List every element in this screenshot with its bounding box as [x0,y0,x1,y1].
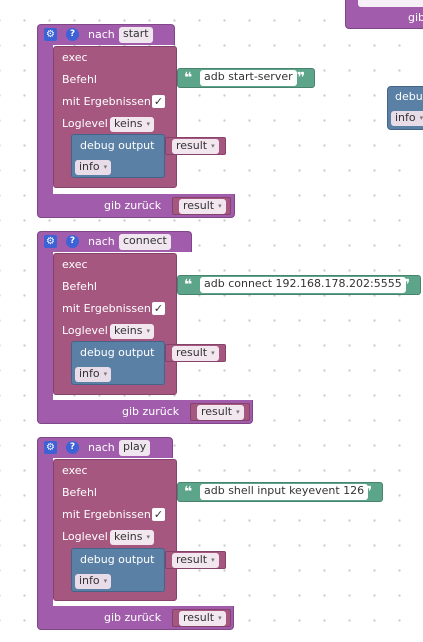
command-string-block[interactable]: ❝ adb start-server ❞ [177,68,315,88]
mit-ergebnissen-checkbox[interactable]: ✓ [152,302,165,315]
help-icon[interactable]: ? [66,28,79,41]
return-variable-dropdown[interactable]: result▾ [179,199,226,214]
help-icon[interactable]: ? [66,441,79,454]
debug-level-dropdown[interactable]: info▾ [75,160,112,175]
nach-label: nach [88,28,115,41]
loglevel-dropdown[interactable]: keins▾ [110,324,155,339]
partial-function-block-top[interactable]: gib [345,0,423,29]
open-quote-icon: ❝ [184,484,193,500]
loglevel-label: Loglevel [62,324,108,337]
function-body [37,457,53,607]
function-header[interactable]: ⚙ ? nach connect [37,231,192,252]
command-string-block[interactable]: ❝ adb shell input keyevent 126 ❞ [177,482,383,502]
debug-variable-dropdown[interactable]: result▾ [172,139,219,154]
function-name-field[interactable]: connect [119,234,171,250]
mit-ergebnissen-checkbox[interactable]: ✓ [152,95,165,108]
function-name-field[interactable]: start [119,27,153,43]
nach-label: nach [88,235,115,248]
exec-label: exec [62,51,88,64]
open-quote-icon: ❝ [184,70,193,86]
close-quote-icon: ❞ [402,277,411,293]
function-body [37,44,53,194]
gear-icon[interactable]: ⚙ [44,235,57,248]
loglevel-dropdown[interactable]: keins▾ [110,530,155,545]
partial-debug-label: debu [395,90,423,103]
debug-variable-block[interactable]: result▾ [165,137,226,155]
mit-ergebnissen-label: mit Ergebnissen [62,95,151,108]
debug-output-block[interactable]: debug output info▾ [71,341,165,385]
command-text-field[interactable]: adb start-server [200,70,297,86]
function-footer: gib zurück result▾ [37,606,234,630]
command-text-field[interactable]: adb connect 192.168.178.202:5555 [200,277,406,293]
open-quote-icon: ❝ [184,277,193,293]
function-footer: gib zurück result▾ [37,194,235,218]
exec-label: exec [62,258,88,271]
debug-variable-block[interactable]: result▾ [165,344,226,362]
loglevel-label: Loglevel [62,530,108,543]
befehl-label: Befehl [62,486,97,499]
debug-variable-dropdown[interactable]: result▾ [172,553,219,568]
debug-level-dropdown[interactable]: info▾ [75,367,112,382]
gear-icon[interactable]: ⚙ [44,28,57,41]
debug-variable-dropdown[interactable]: result▾ [172,346,219,361]
gib-zurueck-label: gib zurück [104,611,162,624]
function-header[interactable]: ⚙ ? nach start [37,24,175,45]
function-name-field[interactable]: play [119,440,151,456]
debug-output-label: debug output [80,139,155,152]
gib-zurueck-label: gib zurück [104,199,162,212]
debug-output-block[interactable]: debug output info▾ [71,134,165,178]
function-body [37,251,53,401]
loglevel-label: Loglevel [62,117,108,130]
close-quote-icon: ❞ [364,484,373,500]
mit-ergebnissen-label: mit Ergebnissen [62,302,151,315]
return-variable-block[interactable]: result▾ [172,197,231,215]
return-variable-dropdown[interactable]: result▾ [179,611,226,626]
befehl-label: Befehl [62,73,97,86]
debug-output-block[interactable]: debug output info▾ [71,548,165,592]
partial-gib-label: gib [408,11,423,24]
partial-inner-block [358,0,423,7]
mit-ergebnissen-label: mit Ergebnissen [62,508,151,521]
function-footer: gib zurück result▾ [37,400,253,424]
debug-variable-block[interactable]: result▾ [165,551,226,569]
debug-level-dropdown[interactable]: info▾ [75,574,112,589]
mit-ergebnissen-checkbox[interactable]: ✓ [152,508,165,521]
return-variable-block[interactable]: result▾ [190,403,250,421]
command-text-field[interactable]: adb shell input keyevent 126 [200,484,369,500]
command-string-block[interactable]: ❝ adb connect 192.168.178.202:5555 ❞ [177,275,421,295]
gear-icon[interactable]: ⚙ [44,441,57,454]
nach-label: nach [88,441,115,454]
loglevel-dropdown[interactable]: keins▾ [110,117,155,132]
function-header[interactable]: ⚙ ? nach play [37,437,173,458]
gib-zurueck-label: gib zurück [122,405,180,418]
close-quote-icon: ❞ [297,70,306,86]
befehl-label: Befehl [62,280,97,293]
help-icon[interactable]: ? [66,235,79,248]
exec-label: exec [62,464,88,477]
debug-output-label: debug output [80,346,155,359]
partial-debug-output-block[interactable]: debu info▾ [387,86,423,130]
debug-output-label: debug output [80,553,155,566]
partial-loglevel-dropdown[interactable]: info▾ [391,111,423,126]
return-variable-dropdown[interactable]: result▾ [197,405,244,420]
return-variable-block[interactable]: result▾ [172,609,231,627]
